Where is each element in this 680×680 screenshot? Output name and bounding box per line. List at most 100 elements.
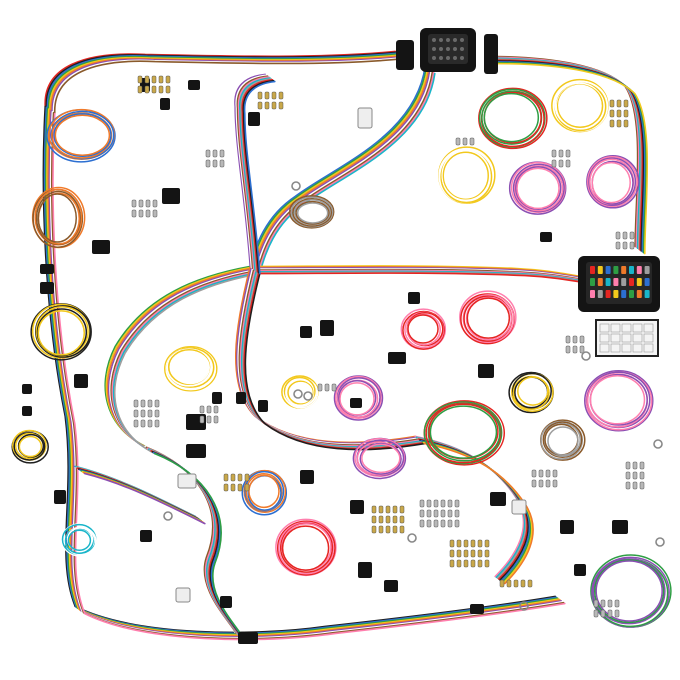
harness-wire [242,79,275,274]
blade-fuses [590,266,650,298]
crimp-terminal [545,479,551,488]
label-cell [643,323,654,333]
crimp-terminal [609,119,615,128]
bulkhead-pin [439,47,443,51]
plug-connector [140,530,152,542]
crimp-terminal [331,383,337,392]
coil-loop [515,166,562,210]
crimp-terminal [147,419,153,428]
crimp-terminal [154,419,160,428]
crimp-terminal [477,539,483,548]
coil-loop [288,195,335,229]
ring-terminal [407,533,417,543]
bulkhead-pins [432,38,464,60]
crimp-terminal [470,539,476,548]
crimp-terminal [639,481,645,490]
crimp-terminal [463,559,469,568]
crimp-terminal [615,241,621,250]
plug-connector [388,352,406,364]
crimp-terminal [419,519,425,528]
crimp-terminal [469,137,475,146]
crimp-terminal [455,137,461,146]
crimp-terminal [484,539,490,548]
crimp-terminal [545,469,551,478]
crimp-terminal [639,461,645,470]
crimp-terminal [212,159,218,168]
harness-wire [53,57,406,115]
crimp-terminal [600,599,606,608]
plug-connector [490,492,506,506]
harness-wire [47,53,400,110]
bulkhead-pin [432,47,436,51]
coil-loop [517,376,549,406]
plug-connector [40,282,54,294]
blade-fuse [597,266,603,274]
crimp-terminal [385,505,391,514]
coil-loop [542,421,583,459]
coil-loop [558,84,602,127]
coil-loop [510,161,566,214]
harness-wire [250,66,428,269]
coil-loop [443,153,488,199]
coil-loop [289,381,313,404]
plug-connector [188,80,200,90]
crimp-terminal [433,499,439,508]
crimp-terminal [278,101,284,110]
harness-wire [241,78,274,273]
crimp-terminal [244,483,250,492]
crimp-terminal [558,159,564,168]
crimp-terminal [199,415,205,424]
coil-loop [37,193,77,243]
coil-loop [287,380,314,405]
crimp-terminal [600,609,606,618]
coil-loop [466,297,511,339]
crimp-terminal [520,579,526,588]
crimp-terminal [230,473,236,482]
crimp-terminal [158,75,164,84]
coil-loop [281,525,330,571]
harness-wire [240,78,273,272]
crimp-terminal [206,415,212,424]
harness-wire [251,67,429,270]
blade-fuse [629,290,634,298]
blade-fuse [613,266,619,274]
crimp-terminal [144,75,150,84]
crimp-terminal [264,101,270,110]
plug-connector [22,384,32,394]
crimp-terminal [385,515,391,524]
crimp-terminal [463,539,469,548]
plug-connector [92,240,110,254]
crimp-terminal [632,461,638,470]
coil-loop [339,382,375,416]
crimp-terminal [616,119,622,128]
crimp-terminal [614,609,620,618]
crimp-terminal [145,209,151,218]
crimp-terminal [454,499,460,508]
harness-wire [244,272,426,451]
blade-fuse [621,278,627,286]
coil-loop [243,469,287,513]
crimp-terminal [165,85,171,94]
bulkhead-pin [453,47,457,51]
crimp-terminal [462,137,468,146]
bulkhead-pin [446,38,450,42]
crimp-terminal [371,515,377,524]
crimp-terminal [484,559,490,568]
coil-loop [18,435,43,458]
harness-wire [84,472,206,525]
harness-wire [46,52,399,110]
crimp-terminal [456,539,462,548]
crimp-terminal [623,109,629,118]
coil-loop [595,560,663,622]
crimp-terminal [609,109,615,118]
ring-terminal [291,181,301,191]
plug-connector [54,490,66,504]
crimp-terminal [609,99,615,108]
crimp-terminal [470,549,476,558]
blade-fuse [605,266,611,274]
coil-loop [335,375,382,420]
plug-connector [357,107,373,129]
plug-connector [478,364,494,378]
